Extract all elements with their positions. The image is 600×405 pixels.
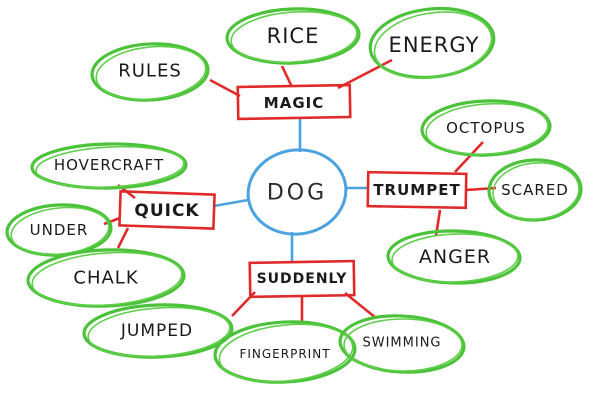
- connector-magic-rules: [209, 78, 241, 98]
- leaf-under: UNDER: [5, 203, 113, 257]
- leaf-under-label: UNDER: [30, 221, 89, 239]
- connector-magic-energy: [337, 58, 393, 90]
- leaf-rice: RICE: [225, 7, 361, 65]
- leaf-octopus: OCTOPUS: [420, 99, 552, 157]
- leaf-scared-outline: [487, 158, 583, 222]
- leaf-rice-label: RICE: [267, 24, 320, 48]
- hub-suddenly: SUDDENLY: [248, 259, 356, 299]
- connector-quick-chalk: [116, 227, 130, 249]
- leaf-rules-label: RULES: [118, 61, 182, 82]
- connector-dog-quick: [213, 198, 249, 208]
- center-connectors: [213, 118, 368, 262]
- hub-magic-label: MAGIC: [264, 94, 324, 112]
- hub-quick: QUICK: [118, 190, 216, 230]
- leaf-fingerprint-label: FINGERPRINT: [239, 347, 330, 361]
- leaf-jumped: JUMPED: [82, 303, 234, 359]
- leaf-rice-outline: [225, 7, 361, 65]
- hub-magic-box: [236, 83, 352, 121]
- hub-quick-box: [118, 190, 216, 230]
- leaf-anger: ANGER: [386, 229, 522, 285]
- leaf-anger-outline: [386, 229, 522, 285]
- leaf-swimming: SWIMMING: [338, 314, 466, 374]
- leaf-jumped-outline: [82, 303, 234, 359]
- leaf-scared-label: SCARED: [501, 181, 569, 199]
- leaf-octopus-label: OCTOPUS: [446, 119, 526, 137]
- center-node-dog: DOG: [246, 148, 348, 236]
- leaf-swimming-outline: [338, 314, 466, 374]
- leaf-chalk-outline: [26, 248, 186, 308]
- connector-magic-rice: [280, 65, 294, 88]
- hub-trumpet-box: [366, 170, 468, 210]
- leaf-energy: ENERGY: [368, 6, 496, 80]
- leaf-hovercraft-label: HOVERCRAFT: [54, 156, 164, 174]
- leaf-chalk: CHALK: [26, 248, 186, 308]
- hub-trumpet: TRUMPET: [366, 170, 468, 210]
- leaf-fingerprint: FINGERPRINT: [213, 320, 357, 384]
- leaf-rules: RULES: [90, 42, 210, 102]
- leaf-jumped-label: JUMPED: [120, 321, 193, 341]
- hub-suddenly-box: [248, 259, 356, 299]
- hub-trumpet-label: TRUMPET: [373, 181, 460, 199]
- connector-trumpet-scared: [465, 186, 497, 192]
- leaf-octopus-outline: [420, 99, 552, 157]
- connector-suddenly-swimming: [344, 291, 377, 320]
- leaf-chalk-label: CHALK: [73, 268, 138, 289]
- connector-trumpet-octopus: [454, 141, 484, 173]
- connector-quick-under: [103, 216, 121, 226]
- leaf-energy-label: ENERGY: [389, 33, 480, 57]
- center-outline: [246, 148, 348, 236]
- leaf-scared: SCARED: [487, 158, 583, 222]
- leaf-under-outline: [5, 203, 113, 257]
- leaf-hovercraft: HOVERCRAFT: [30, 142, 188, 190]
- leaf-anger-label: ANGER: [419, 246, 491, 268]
- leaf-rules-outline: [90, 42, 210, 102]
- hub-magic: MAGIC: [236, 83, 352, 121]
- leaf-swimming-label: SWIMMING: [362, 336, 441, 351]
- hub-suddenly-label: SUDDENLY: [257, 271, 348, 287]
- hub-quick-label: QUICK: [134, 201, 199, 221]
- leaf-hovercraft-outline: [30, 142, 188, 190]
- leaf-fingerprint-outline: [213, 320, 357, 384]
- center-label: DOG: [267, 181, 327, 206]
